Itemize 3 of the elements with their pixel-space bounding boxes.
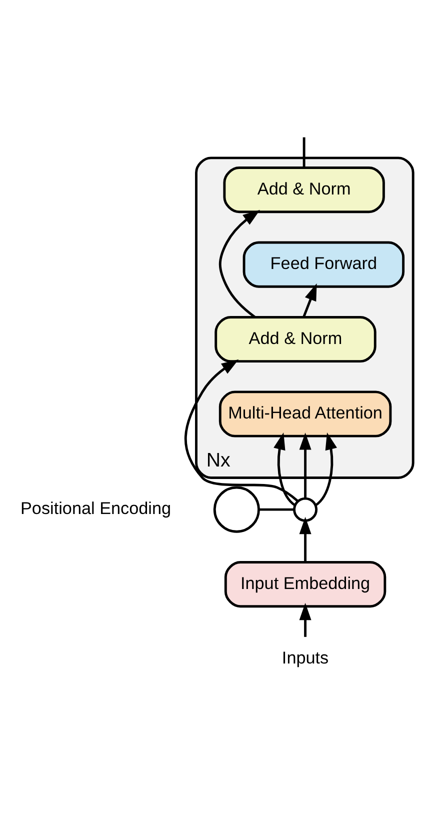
node-text: Inputs [282,647,329,668]
node-label: Positional Encoding [20,498,172,518]
node-label: Nx [206,448,230,471]
